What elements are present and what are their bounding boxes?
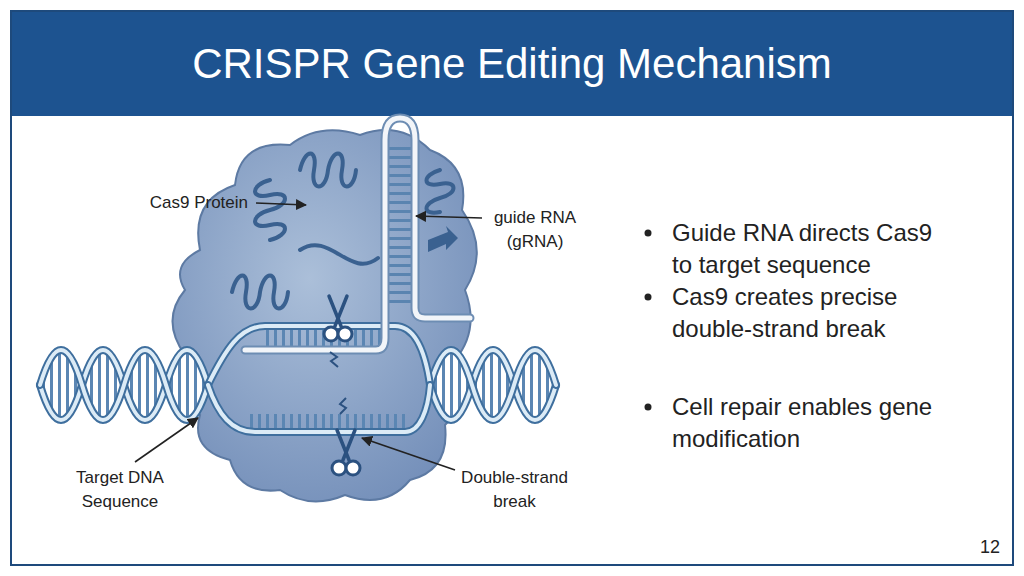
part-label: Target DNA Sequence (65, 466, 175, 514)
dna-strand (208, 326, 430, 385)
rna-strand (245, 118, 470, 350)
base-pairs (430, 350, 556, 420)
guide-rna (245, 118, 470, 350)
dna-strand (430, 350, 556, 420)
alpha-helix (300, 154, 356, 187)
bullet-dot (645, 230, 652, 237)
dna-strand (430, 350, 556, 420)
dna-strand (208, 385, 430, 432)
dna-helix-left (40, 350, 208, 420)
bullet-dot (645, 294, 652, 301)
dna-strand (208, 326, 430, 385)
part-label: Cas9 Protein (108, 191, 248, 215)
dna-strand (208, 385, 430, 432)
dna-helix-right (430, 350, 556, 420)
bullet-text: Cell repair enables gene modification (672, 391, 947, 455)
dna-strand (40, 350, 208, 420)
protein-loop (300, 245, 378, 264)
base-pairs (430, 350, 556, 420)
alpha-helix (232, 276, 288, 309)
bullet-text: Cas9 creates precise double-strand break (672, 281, 947, 345)
dna-strand (430, 350, 556, 420)
dna-strand (40, 350, 208, 420)
part-label: guide RNA (gRNA) (485, 206, 585, 254)
dna-strand (40, 350, 208, 420)
leader-arrow (362, 438, 455, 470)
scissors-symbol (332, 430, 360, 475)
alpha-helix (427, 170, 454, 213)
dna-bubble (208, 326, 430, 432)
slide-number: 12 (970, 536, 1010, 558)
leader-arrow (135, 418, 198, 462)
rna-base-pairs (389, 142, 411, 307)
scissors-symbol (324, 296, 352, 341)
break-mark (330, 352, 338, 367)
break-mark (340, 398, 346, 414)
rna-strand (245, 118, 470, 350)
dna-strand (40, 350, 208, 420)
leader-arrow (256, 203, 306, 205)
bullet-text: Guide RNA directs Cas9 to target sequenc… (672, 217, 947, 281)
base-pairs (40, 350, 208, 420)
slide-title: CRISPR Gene Editing Mechanism (12, 12, 1012, 116)
alpha-helix (255, 180, 285, 240)
base-pairs (250, 414, 408, 430)
protein-helices (232, 154, 458, 309)
leader-lines (135, 203, 482, 470)
base-pairs (40, 350, 208, 420)
beta-sheet (428, 226, 458, 252)
part-label: Double-strand break (452, 466, 577, 514)
dna-strand (430, 350, 556, 420)
leader-arrow (416, 216, 482, 218)
bullet-dot (645, 404, 652, 411)
